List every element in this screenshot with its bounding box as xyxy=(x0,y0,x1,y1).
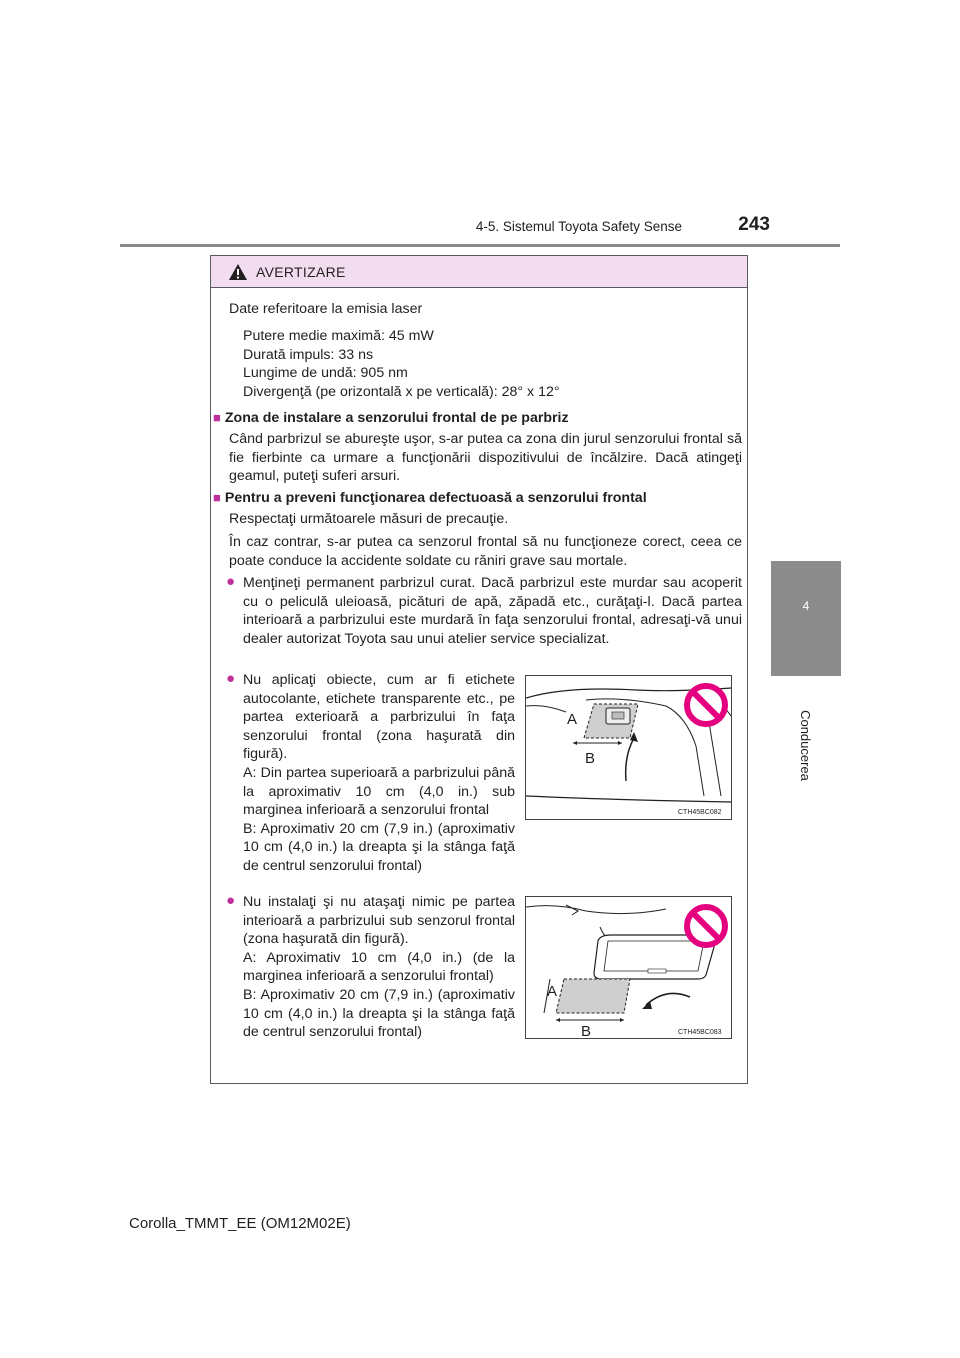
figure1-label-a: A xyxy=(567,711,577,728)
laser-spec-item: Durată impuls: 33 ns xyxy=(243,346,374,363)
prohibition-icon xyxy=(684,683,728,727)
header-divider xyxy=(120,244,840,247)
round-bullet-icon: ● xyxy=(226,892,236,909)
figure-interior-windshield: A B CTH45BC083 xyxy=(525,896,732,1039)
figure2-label-a: A xyxy=(547,983,557,1000)
round-bullet-icon: ● xyxy=(226,573,236,590)
laser-spec-item: Putere medie maximă: 45 mW xyxy=(243,328,434,344)
section-heading-prevent-malfunction: ■Pentru a preveni funcţionarea defectuoa… xyxy=(213,489,743,508)
laser-spec-item: Divergenţă (pe orizontală x pe verticală… xyxy=(243,383,560,400)
dimension-b-text: B: Aproximativ 20 cm (7,9 in.) (aproxima… xyxy=(243,820,515,874)
chapter-label-text: Conducerea xyxy=(797,709,813,781)
section-heading-install-zone: ■Zona de instalare a senzorului frontal … xyxy=(213,409,743,428)
precaution-consequence: În caz contrar, s-ar putea ca senzorul f… xyxy=(229,534,742,569)
round-bullet-icon: ● xyxy=(226,670,236,687)
figure-exterior-windshield: A B CTH45BC082 xyxy=(525,675,732,820)
heading-text: Zona de instalare a senzorului frontal d… xyxy=(224,410,569,426)
windshield-exterior-illustration: A B CTH45BC082 xyxy=(526,687,731,816)
warning-box: AVERTIZARE xyxy=(210,255,748,1084)
chapter-label: Conducerea xyxy=(760,680,850,810)
square-bullet-icon: ■ xyxy=(213,490,221,505)
install-zone-text: Când parbrizul se abureşte uşor, s-ar pu… xyxy=(229,431,742,485)
bullet-no-interior-attach: Nu instalaţi şi nu ataşaţi nimic pe part… xyxy=(243,893,515,1042)
bullet-text: Nu instalaţi şi nu ataşaţi nimic pe part… xyxy=(243,894,515,948)
dimension-b-text: B: Aproximativ 20 cm (7,9 in.) (aproxima… xyxy=(243,986,515,1041)
bullet-text: Nu aplicaţi obiecte, cum ar fi etichete … xyxy=(243,672,515,763)
footer-model-code: Corolla_TMMT_EE (OM12M02E) xyxy=(129,1215,351,1232)
warning-title: AVERTIZARE xyxy=(256,263,346,280)
figure2-code: CTH45BC083 xyxy=(678,1029,722,1036)
bullet-no-stickers: Nu aplicaţi obiecte, cum ar fi etichete … xyxy=(243,671,515,876)
square-bullet-icon: ■ xyxy=(213,410,221,425)
windshield-interior-illustration: A B CTH45BC083 xyxy=(526,904,722,1038)
heading-text: Pentru a preveni funcţionarea defectuoas… xyxy=(224,490,647,506)
warning-triangle-icon xyxy=(229,263,247,280)
prohibition-icon xyxy=(684,904,728,948)
chapter-tab: 4 xyxy=(771,561,841,676)
dimension-a-text: A: Aproximativ 10 cm (4,0 in.) (de la ma… xyxy=(243,949,515,985)
figure2-label-b: B xyxy=(581,1023,591,1038)
laser-spec-item: Lungime de undă: 905 nm xyxy=(243,365,408,382)
precaution-intro: Respectaţi următoarele măsuri de precauţ… xyxy=(229,511,509,527)
laser-intro: Date referitoare la emisia laser xyxy=(229,301,423,317)
laser-spec-list: Putere medie maximă: 45 mW Durată impuls… xyxy=(243,327,733,401)
warning-header: AVERTIZARE xyxy=(211,256,747,288)
figure1-code: CTH45BC082 xyxy=(678,809,722,816)
dimension-a-text: A: Din partea superioară a parbrizului p… xyxy=(243,764,515,819)
page-number: 243 xyxy=(738,214,770,235)
bullet-keep-clean: Menţineţi permanent parbrizul curat. Dac… xyxy=(243,575,742,647)
chapter-number: 4 xyxy=(802,599,810,613)
figure1-label-b: B xyxy=(585,750,595,767)
section-title: 4-5. Sistemul Toyota Safety Sense xyxy=(475,219,682,234)
